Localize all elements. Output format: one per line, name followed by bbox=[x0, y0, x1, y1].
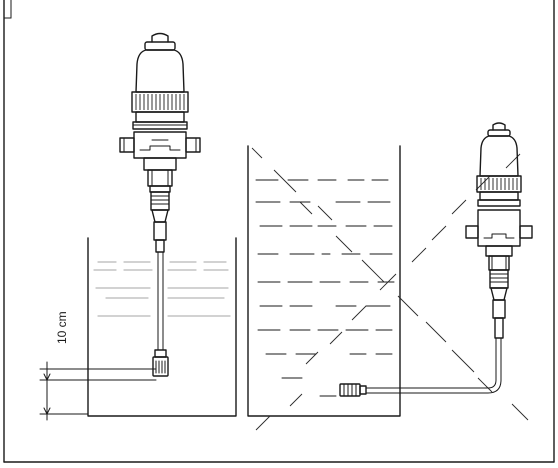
frame bbox=[3, 0, 555, 463]
dimension-10cm: 10 cm bbox=[39, 311, 157, 421]
left-suction-tube bbox=[157, 251, 164, 351]
left-pump bbox=[119, 32, 201, 253]
middle-tank-liquid-lines bbox=[255, 179, 395, 397]
left-strainer bbox=[152, 349, 169, 377]
diagonal-hatch-strokes bbox=[251, 147, 529, 431]
middle-tank bbox=[247, 145, 401, 417]
right-pump bbox=[465, 122, 533, 339]
middle-strainer bbox=[339, 383, 367, 397]
left-water-lines bbox=[93, 261, 231, 317]
left-tank bbox=[87, 237, 237, 417]
right-suction-tube bbox=[365, 337, 502, 394]
dimension-label: 10 cm bbox=[55, 311, 69, 344]
